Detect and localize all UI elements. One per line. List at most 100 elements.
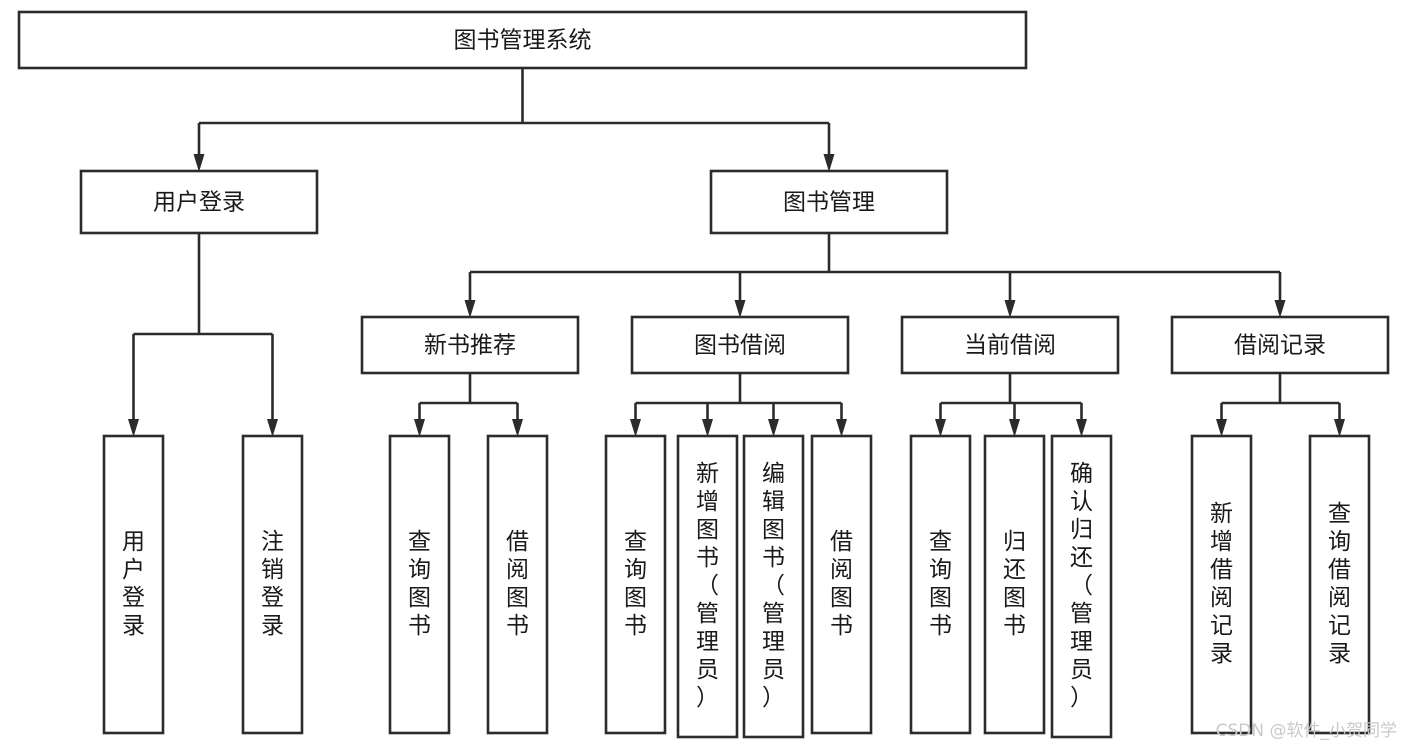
arrow-head-edge-root-book-manage (823, 154, 835, 172)
svg-text:用: 用 (122, 529, 145, 555)
svg-text:录: 录 (1328, 641, 1351, 667)
svg-text:理: 理 (1070, 629, 1093, 655)
node-label-book-borrow: 图书借阅 (694, 333, 786, 359)
node-book-manage[interactable]: 图书管理 (709, 169, 949, 235)
node-label-current-borrow: 当前借阅 (964, 333, 1056, 359)
svg-text:管: 管 (762, 601, 785, 627)
svg-text:户: 户 (122, 557, 145, 583)
svg-text:管: 管 (1070, 601, 1093, 627)
svg-text:书: 书 (830, 613, 853, 639)
node-book-borrow[interactable]: 图书借阅 (630, 315, 850, 375)
svg-text:员: 员 (762, 657, 785, 683)
svg-text:书: 书 (762, 545, 785, 571)
node-leaf-user-login[interactable]: 用户登录 (102, 434, 165, 735)
svg-text:图: 图 (696, 517, 719, 543)
node-user-login[interactable]: 用户登录 (79, 169, 319, 235)
svg-text:询: 询 (408, 557, 431, 583)
svg-text:确: 确 (1070, 461, 1093, 487)
svg-text:图: 图 (762, 517, 785, 543)
svg-text:记: 记 (1210, 613, 1233, 639)
svg-text:员: 员 (1070, 657, 1093, 683)
arrow-head-edge-user-login-leaf-user-logout (267, 419, 278, 437)
node-box-leaf-query-record (1308, 434, 1371, 735)
svg-text:阅: 阅 (1328, 585, 1351, 611)
arrow-head-edge-book-borrow-leaf-edit-book (768, 419, 779, 437)
svg-text:查: 查 (624, 529, 647, 555)
svg-text:（: （ (696, 573, 719, 599)
svg-text:（: （ (1070, 573, 1093, 599)
arrow-head-edge-current-borrow-leaf-query-book-3 (935, 419, 946, 437)
svg-text:新: 新 (1210, 501, 1233, 527)
node-box-leaf-confirm-return (1050, 434, 1113, 739)
node-current-borrow[interactable]: 当前借阅 (900, 315, 1120, 375)
node-label-leaf-user-login: 用户登录 (122, 529, 145, 639)
svg-text:阅: 阅 (506, 557, 529, 583)
arrow-head-edge-book-manage-book-borrow (734, 300, 746, 318)
svg-text:询: 询 (624, 557, 647, 583)
connector-group-book-borrow (630, 373, 847, 437)
svg-text:图: 图 (929, 585, 952, 611)
node-root[interactable]: 图书管理系统 (17, 10, 1028, 70)
arrow-head-edge-borrow-record-leaf-add-record (1216, 419, 1227, 437)
svg-text:图: 图 (624, 585, 647, 611)
svg-text:理: 理 (696, 629, 719, 655)
svg-text:借: 借 (506, 529, 529, 555)
arrow-head-edge-current-borrow-leaf-return-book (1009, 419, 1020, 437)
svg-text:查: 查 (1328, 501, 1351, 527)
svg-text:书: 书 (506, 613, 529, 639)
svg-text:登: 登 (261, 585, 284, 611)
svg-text:借: 借 (830, 529, 853, 555)
svg-text:新: 新 (696, 461, 719, 487)
svg-text:增: 增 (1210, 529, 1233, 555)
node-box-new-book-rec (360, 315, 580, 375)
node-new-book-rec[interactable]: 新书推荐 (360, 315, 580, 375)
node-label-borrow-record: 借阅记录 (1234, 333, 1326, 359)
connector-group-new-book-rec (414, 373, 523, 437)
node-label-user-login: 用户登录 (153, 190, 245, 216)
svg-text:）: ） (762, 685, 785, 711)
svg-text:归: 归 (1003, 529, 1026, 555)
arrow-head-edge-book-borrow-leaf-query-book-2 (630, 419, 641, 437)
svg-text:阅: 阅 (1210, 585, 1233, 611)
node-borrow-record[interactable]: 借阅记录 (1170, 315, 1390, 375)
svg-text:编: 编 (762, 461, 785, 487)
svg-text:员: 员 (696, 657, 719, 683)
node-box-book-borrow (630, 315, 850, 375)
node-box-leaf-query-book-1 (388, 434, 451, 735)
svg-text:查: 查 (929, 529, 952, 555)
arrow-head-edge-book-manage-new-book-rec (464, 300, 476, 318)
node-box-leaf-query-book-3 (909, 434, 972, 735)
node-box-root (17, 10, 1028, 70)
node-box-leaf-user-logout (241, 434, 304, 735)
connector-group-root (193, 68, 835, 172)
node-box-leaf-edit-book (742, 434, 805, 739)
connector-group-book-manage (464, 233, 1286, 318)
node-box-leaf-add-record (1190, 434, 1253, 735)
svg-text:书: 书 (929, 613, 952, 639)
arrow-head-edge-book-borrow-leaf-borrow-book-2 (836, 419, 847, 437)
arrow-head-edge-new-book-rec-leaf-query-book-1 (414, 419, 425, 437)
svg-text:询: 询 (1328, 529, 1351, 555)
svg-text:书: 书 (696, 545, 719, 571)
svg-text:）: ） (1070, 685, 1093, 711)
svg-text:图: 图 (1003, 585, 1026, 611)
